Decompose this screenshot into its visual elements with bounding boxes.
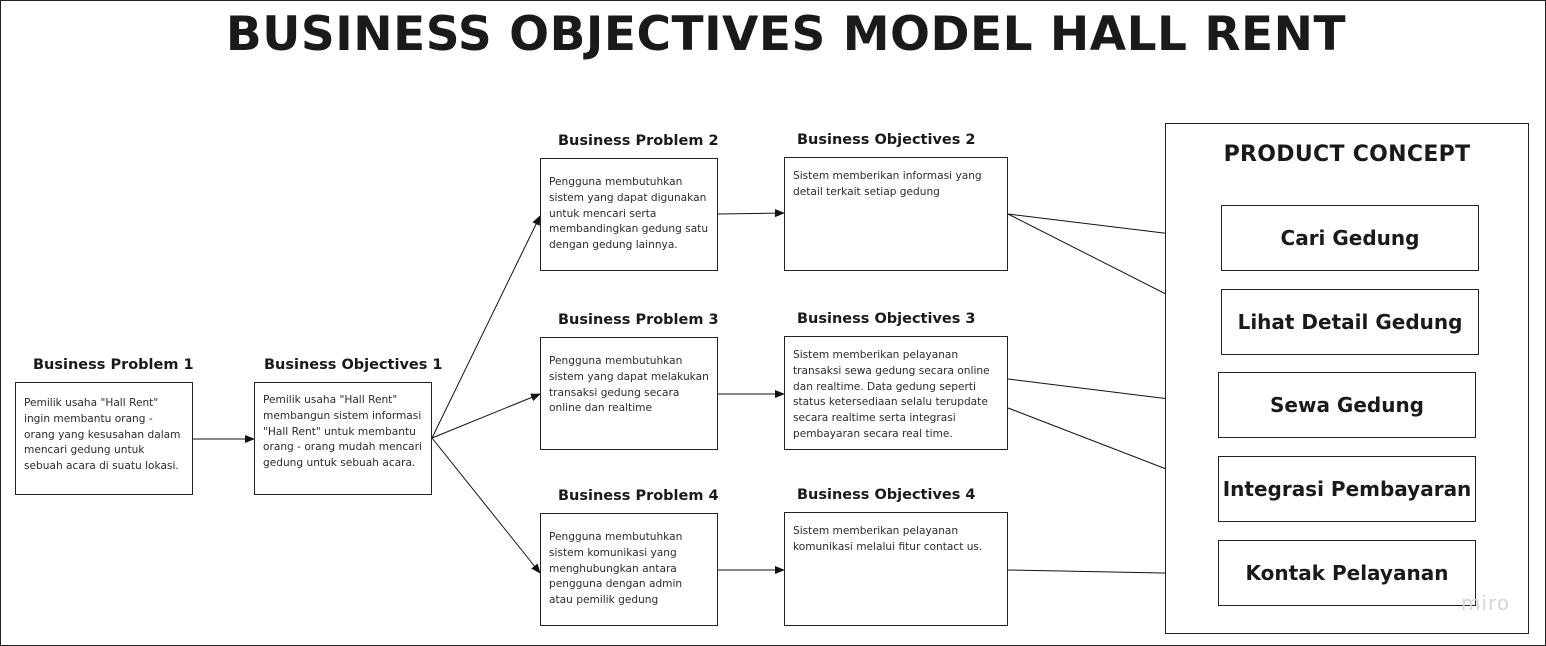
problem-3-card: Pengguna membutuhkan sistem yang dapat m… bbox=[540, 337, 718, 450]
objective-2-label: Business Objectives 2 bbox=[797, 132, 976, 148]
problem-2-card: Pengguna membutuhkan sistem yang dapat d… bbox=[540, 158, 718, 271]
objective-1-card: Pemilik usaha "Hall Rent" membangun sist… bbox=[254, 382, 432, 495]
concept-kontak-pelayanan: Kontak Pelayanan bbox=[1218, 540, 1476, 606]
objective-1-label: Business Objectives 1 bbox=[264, 357, 443, 373]
product-concept-title: PRODUCT CONCEPT bbox=[1223, 142, 1471, 167]
arrow-bo1-to-bp4 bbox=[431, 437, 541, 574]
concept-cari-gedung: Cari Gedung bbox=[1221, 205, 1479, 271]
objective-3-card: Sistem memberikan pelayanan transaksi se… bbox=[784, 336, 1008, 450]
problem-1-label: Business Problem 1 bbox=[33, 357, 194, 373]
problem-4-label: Business Problem 4 bbox=[558, 488, 719, 504]
arrow-bo1-to-bp2 bbox=[431, 215, 541, 439]
problem-3-label: Business Problem 3 bbox=[558, 312, 719, 328]
objective-2-card: Sistem memberikan informasi yang detail … bbox=[784, 157, 1008, 271]
objective-4-card: Sistem memberikan pelayanan komunikasi m… bbox=[784, 512, 1008, 626]
objective-3-label: Business Objectives 3 bbox=[797, 311, 976, 327]
problem-1-card: Pemilik usaha "Hall Rent" ingin membantu… bbox=[15, 382, 193, 495]
concept-integrasi-pembayaran: Integrasi Pembayaran bbox=[1218, 456, 1476, 522]
page-title: BUSINESS OBJECTIVES MODEL HALL RENT bbox=[225, 7, 1347, 62]
concept-lihat-detail-gedung: Lihat Detail Gedung bbox=[1221, 289, 1479, 355]
problem-2-label: Business Problem 2 bbox=[558, 133, 719, 149]
miro-watermark: miro bbox=[1461, 591, 1511, 615]
arrow-bo1-to-bp3 bbox=[431, 393, 541, 439]
problem-4-card: Pengguna membutuhkan sistem komunikasi y… bbox=[540, 513, 718, 626]
arrow-bp2-to-bo2 bbox=[717, 209, 785, 218]
objective-4-label: Business Objectives 4 bbox=[797, 487, 976, 503]
concept-sewa-gedung: Sewa Gedung bbox=[1218, 372, 1476, 438]
